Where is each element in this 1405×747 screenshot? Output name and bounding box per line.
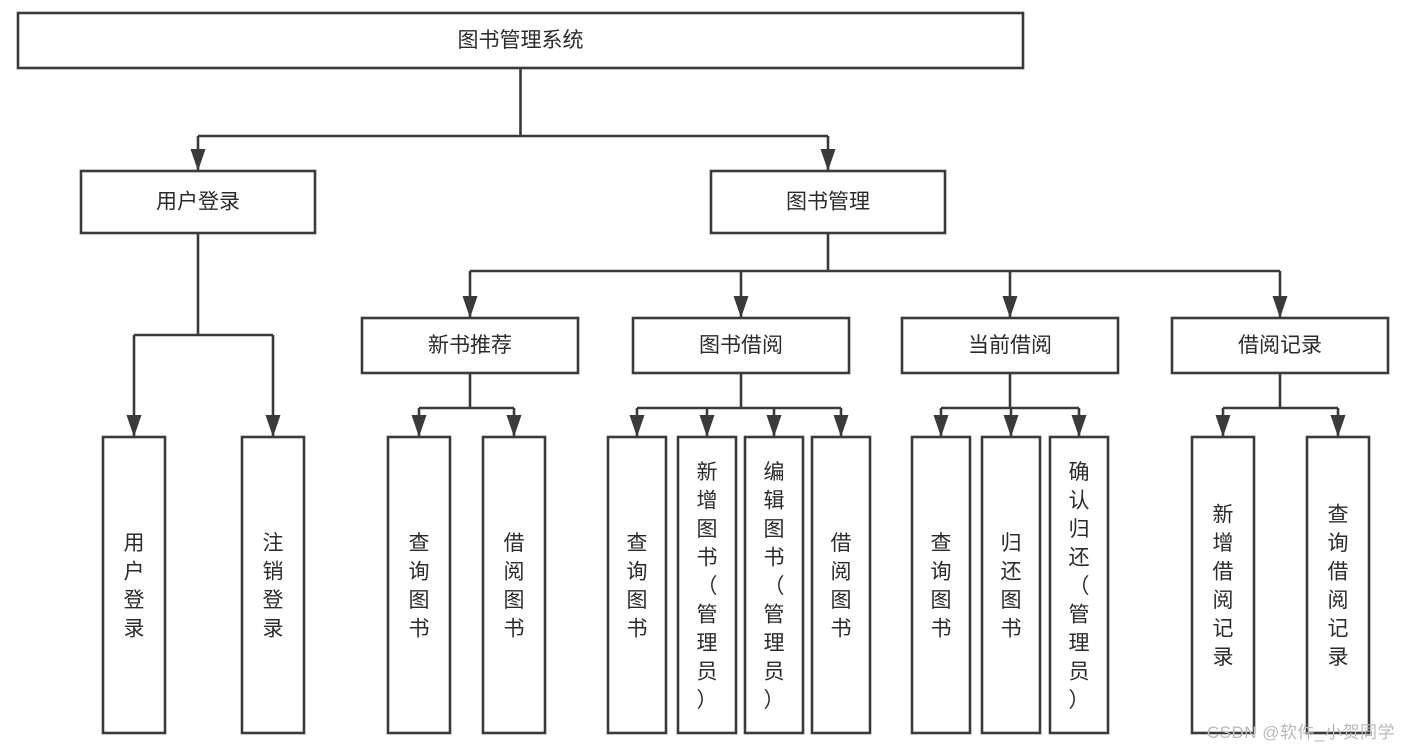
arrow-head xyxy=(699,415,715,437)
arrow-head xyxy=(265,415,281,437)
arrow-head xyxy=(629,415,645,437)
node-label: 借阅记录 xyxy=(1238,334,1322,357)
arrow-head xyxy=(126,415,142,437)
arrow-head xyxy=(462,296,478,318)
node-label: 查询图书 xyxy=(627,532,648,641)
node-bb-edit[interactable]: 编辑图书（管理员） xyxy=(743,435,805,735)
csdn-watermark: CSDN @软件_小贺同学 xyxy=(1206,723,1395,742)
node-cb-return[interactable]: 归还图书 xyxy=(980,435,1042,735)
node-label: 图书借阅 xyxy=(699,334,783,357)
node-nb-borrow[interactable]: 借阅图书 xyxy=(481,435,547,735)
node-box xyxy=(743,435,805,735)
node-box xyxy=(101,435,167,735)
node-current-borrow[interactable]: 当前借阅 xyxy=(900,316,1120,375)
node-box xyxy=(900,316,1120,375)
node-leaf-logout[interactable]: 注销登录 xyxy=(240,435,306,735)
node-label: 编辑图书（管理员） xyxy=(764,461,785,712)
node-box xyxy=(1305,435,1371,735)
node-label: 查询图书 xyxy=(409,532,430,641)
arrow-head xyxy=(766,415,782,437)
arrow-head xyxy=(1071,415,1087,437)
node-label: 借阅图书 xyxy=(831,532,852,641)
node-box xyxy=(810,435,872,735)
node-box xyxy=(79,169,317,235)
node-box xyxy=(709,169,947,235)
connectors-layer xyxy=(126,68,1346,437)
node-label: 用户登录 xyxy=(156,191,240,214)
node-label: 借阅图书 xyxy=(504,532,525,641)
node-box xyxy=(1190,435,1256,735)
arrow-head xyxy=(190,149,206,171)
node-label: 当前借阅 xyxy=(968,334,1052,357)
node-book-borrow[interactable]: 图书借阅 xyxy=(631,316,851,375)
node-label: 归还图书 xyxy=(1001,532,1022,641)
node-br-query[interactable]: 查询借阅记录 xyxy=(1305,435,1371,735)
node-box xyxy=(16,11,1025,70)
node-box xyxy=(360,316,580,375)
node-label: 查询图书 xyxy=(931,532,952,641)
node-label: 新增借阅记录 xyxy=(1213,504,1234,670)
node-cb-query[interactable]: 查询图书 xyxy=(910,435,972,735)
node-box xyxy=(676,435,738,735)
node-bb-query[interactable]: 查询图书 xyxy=(606,435,668,735)
node-box xyxy=(386,435,452,735)
node-br-add[interactable]: 新增借阅记录 xyxy=(1190,435,1256,735)
node-label: 图书管理系统 xyxy=(458,29,584,52)
arrow-head xyxy=(411,415,427,437)
node-box xyxy=(910,435,972,735)
node-box xyxy=(631,316,851,375)
arrow-head xyxy=(1003,415,1019,437)
node-label: 新书推荐 xyxy=(428,334,512,357)
arrow-head xyxy=(820,149,836,171)
node-leaf-user-login[interactable]: 用户登录 xyxy=(101,435,167,735)
node-book-manage[interactable]: 图书管理 xyxy=(709,169,947,235)
node-borrow-record[interactable]: 借阅记录 xyxy=(1170,316,1390,375)
node-box xyxy=(1048,435,1110,735)
node-root[interactable]: 图书管理系统 xyxy=(16,11,1025,70)
node-label: 图书管理 xyxy=(786,191,870,214)
node-user-login[interactable]: 用户登录 xyxy=(79,169,317,235)
node-nb-query[interactable]: 查询图书 xyxy=(386,435,452,735)
nodes-layer: 图书管理系统用户登录图书管理新书推荐图书借阅当前借阅借阅记录用户登录注销登录查询… xyxy=(16,11,1390,735)
node-box xyxy=(606,435,668,735)
node-label: 查询借阅记录 xyxy=(1328,504,1349,670)
arrow-head xyxy=(733,296,749,318)
node-bb-add[interactable]: 新增图书（管理员） xyxy=(676,435,738,735)
node-box xyxy=(240,435,306,735)
node-bb-borrow[interactable]: 借阅图书 xyxy=(810,435,872,735)
node-box xyxy=(980,435,1042,735)
node-cb-confirm[interactable]: 确认归还（管理员） xyxy=(1048,435,1110,735)
arrow-head xyxy=(933,415,949,437)
node-label: 注销登录 xyxy=(263,532,284,641)
node-box xyxy=(1170,316,1390,375)
node-label: 用户登录 xyxy=(124,532,145,641)
node-label: 确认归还（管理员） xyxy=(1069,461,1090,712)
arrow-head xyxy=(833,415,849,437)
arrow-head xyxy=(1272,296,1288,318)
arrow-head xyxy=(1002,296,1018,318)
node-new-book-rec[interactable]: 新书推荐 xyxy=(360,316,580,375)
arrow-head xyxy=(506,415,522,437)
node-label: 新增图书（管理员） xyxy=(697,461,718,712)
arrow-head xyxy=(1330,415,1346,437)
node-box xyxy=(481,435,547,735)
arrow-head xyxy=(1215,415,1231,437)
